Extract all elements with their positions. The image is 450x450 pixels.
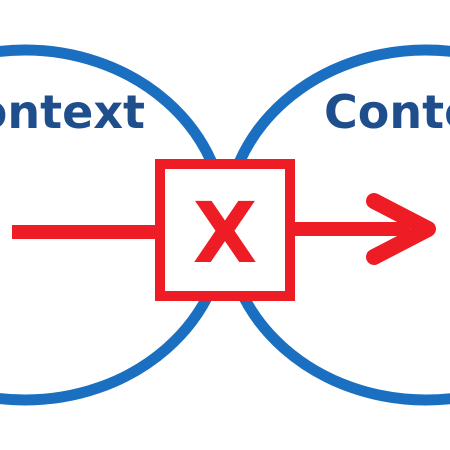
right-context-label: Context [324,85,450,139]
process-box [155,159,295,301]
process-box-label: X [193,184,258,282]
arrowhead [366,193,436,265]
left-context-label: Context [0,85,145,139]
